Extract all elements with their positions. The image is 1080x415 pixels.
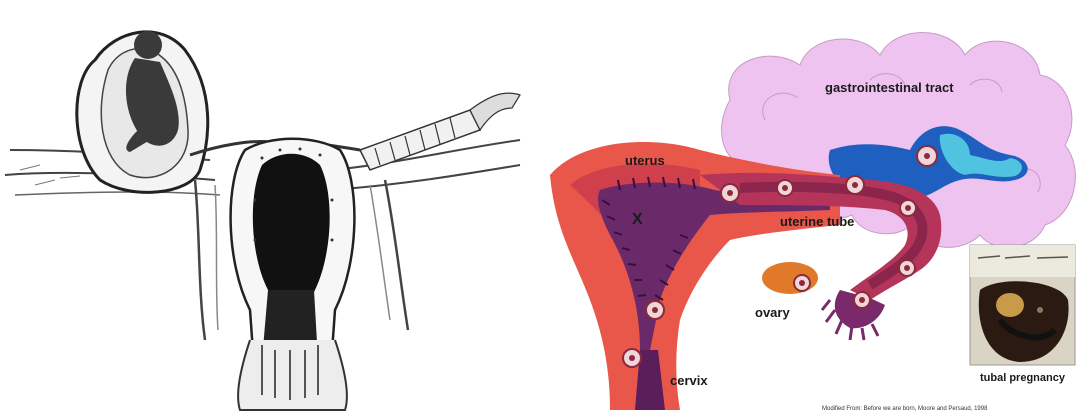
label-cervix: cervix [670, 373, 708, 388]
label-ovary: ovary [755, 305, 790, 320]
label-tubal-pregnancy: tubal pregnancy [980, 372, 1066, 384]
ectopic-diagram-panel: gastrointestinal tract uterus X uterine … [540, 0, 1080, 415]
ovary-shape [762, 262, 818, 294]
label-x-mark: X [632, 211, 643, 228]
tubal-pregnancy-photo [970, 245, 1075, 365]
engraving-panel [0, 0, 540, 415]
ectopic-diagram: gastrointestinal tract uterus X uterine … [540, 0, 1080, 415]
fallopian-tube-icon [360, 93, 520, 170]
label-uterine-tube: uterine tube [780, 214, 854, 229]
source-credit: Modified From: Before we are born, Moore… [822, 406, 988, 412]
label-gi-tract: gastrointestinal tract [825, 80, 954, 95]
uterus-engraving [0, 0, 540, 415]
label-uterus: uterus [625, 153, 665, 168]
